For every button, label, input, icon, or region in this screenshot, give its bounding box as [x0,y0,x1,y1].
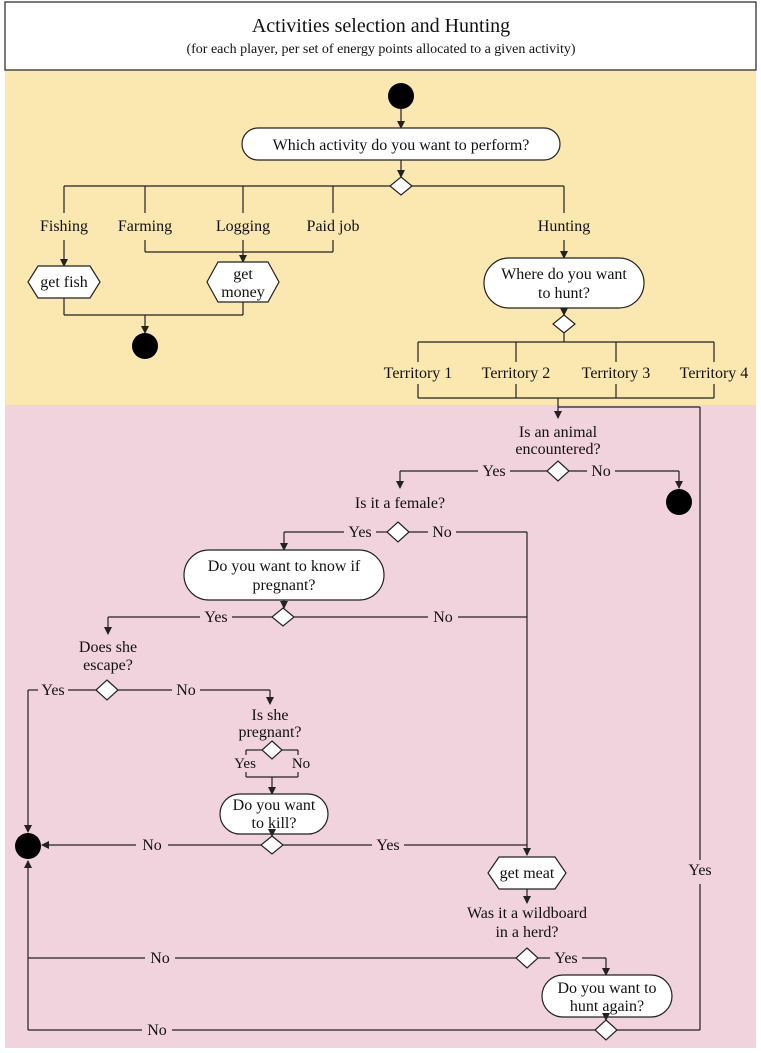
hunt-again-decision [594,1019,618,1041]
know-pregnant-decision [271,607,295,627]
territory-1: Territory 1 [384,365,453,382]
svg-text:No: No [176,682,196,699]
svg-text:get meat: get meat [500,865,555,882]
wildboard-q2: in a herd? [495,924,558,941]
end-node-activities [132,333,158,359]
activity-fishing: Fishing [40,218,88,235]
svg-text:Yes: Yes [688,862,711,879]
svg-text:pregnant?: pregnant? [252,577,315,594]
svg-text:get: get [233,266,253,283]
svg-text:Yes: Yes [234,756,256,772]
svg-text:No: No [150,950,170,967]
animal-encountered-q1: Is an animal [519,424,598,441]
svg-text:No: No [591,463,611,480]
svg-text:Yes: Yes [554,950,577,967]
activity-logging: Logging [216,218,270,235]
svg-text:Yes: Yes [482,463,505,480]
territory-2: Territory 2 [482,365,551,382]
does-escape-q1: Does she [79,639,137,656]
svg-text:to kill?: to kill? [252,815,297,832]
svg-text:No: No [147,1022,167,1039]
want-kill-node: Do you want to kill? [219,793,329,835]
escape-decision [95,679,119,701]
where-hunt-node: Where do you want to hunt? [483,257,645,309]
is-female-q: Is it a female? [355,495,445,512]
diagram-title: Activities selection and Hunting [252,15,510,37]
title-box [4,1,757,71]
svg-text:No: No [432,524,452,541]
svg-text:Yes: Yes [376,837,399,854]
svg-text:Do you want: Do you want [233,797,316,814]
hunt-again-node: Do you want to hunt again? [541,974,673,1018]
svg-text:Yes: Yes [348,524,371,541]
does-escape-q2: escape? [83,657,133,674]
get-meat-node: get meat [487,856,567,890]
wildboard-decision [515,947,539,969]
kill-decision [260,835,284,855]
svg-text:Do you want to know if: Do you want to know if [208,558,361,575]
territory-3: Territory 3 [582,365,651,382]
end-node-hunt [15,833,41,859]
svg-text:money: money [221,284,265,301]
svg-text:No: No [433,609,453,626]
svg-text:No: No [142,837,162,854]
bottom-panel [5,405,756,1048]
activity-paid-job: Paid job [307,218,360,235]
is-pregnant-q1: Is she [252,707,289,724]
start-node [388,83,414,109]
activity-decision [389,176,413,196]
know-pregnant-node: Do you want to know if pregnant? [183,549,385,601]
activity-farming: Farming [118,218,172,235]
svg-text:Which activity do you want to: Which activity do you want to perform? [273,137,530,154]
svg-text:hunt again?: hunt again? [570,998,644,1015]
territory-4: Territory 4 [680,365,749,382]
diagram-subtitle: (for each player, per set of energy poin… [186,42,575,57]
svg-text:Yes: Yes [204,609,227,626]
is-pregnant-decision [261,740,283,760]
svg-text:Where do you want: Where do you want [501,266,627,283]
top-panel [5,70,756,405]
svg-text:Do you want to: Do you want to [557,980,656,997]
svg-text:No: No [292,756,310,772]
get-fish-node: get fish [27,265,101,299]
get-money-node: get money [206,261,280,303]
is-pregnant-q2: pregnant? [238,724,301,741]
which-activity-node: Which activity do you want to perform? [241,127,561,161]
activity-hunting: Hunting [538,218,590,235]
animal-encountered-q2: encountered? [515,441,600,458]
female-decision [386,521,410,543]
svg-text:get fish: get fish [40,274,88,291]
animal-decision [546,460,570,482]
end-node-no-animal [666,489,692,515]
wildboard-q1: Was it a wildboard [467,905,587,922]
svg-text:Yes: Yes [41,682,64,699]
svg-text:to hunt?: to hunt? [538,285,590,302]
